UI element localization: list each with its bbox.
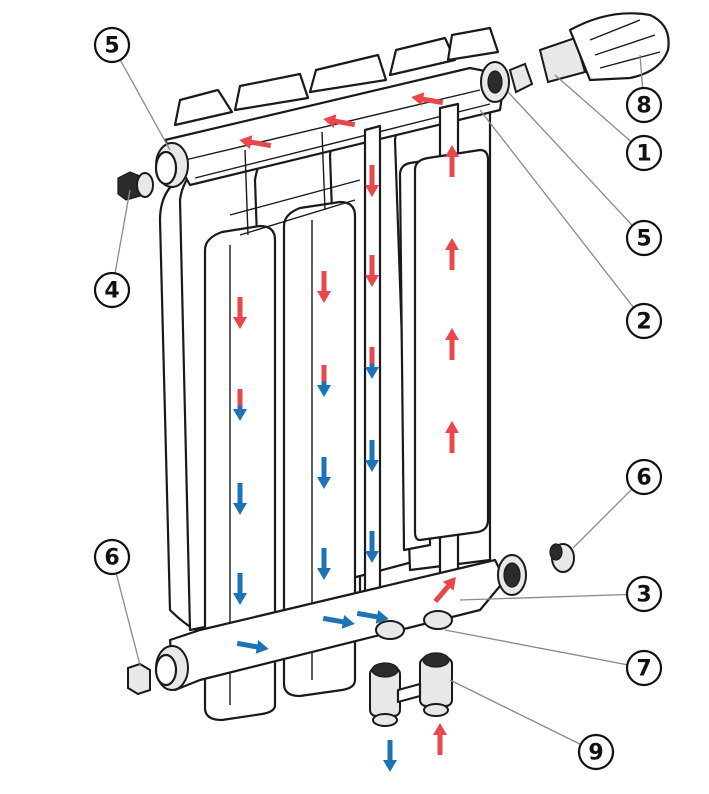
flow-arrows	[233, 92, 459, 772]
callout-leaders	[111, 44, 645, 753]
callout-5: 5	[625, 219, 663, 257]
hot-flow-arrow	[445, 421, 459, 453]
callout-label: 4	[104, 279, 119, 304]
leader-line-9	[449, 679, 597, 753]
hot-flow-arrow	[233, 297, 247, 329]
callout-label: 1	[636, 142, 651, 167]
callout-2: 2	[625, 302, 663, 340]
cold-flow-arrow	[322, 614, 355, 629]
callout-label: 6	[636, 466, 651, 491]
cold-flow-arrow	[365, 531, 379, 563]
hot-flow-arrow	[323, 114, 356, 129]
cold-flow-arrow	[236, 639, 269, 654]
callout-badges: 5 4 6 8 1 5 2 6 3 7 9	[93, 26, 663, 771]
mixed-flow-arrow	[317, 365, 331, 397]
callout-5: 5	[93, 26, 131, 64]
cold-flow-arrow	[233, 483, 247, 515]
leader-line-5	[111, 44, 171, 151]
leader-line-1	[554, 74, 645, 154]
hot-flow-arrow	[365, 255, 379, 287]
hot-flow-arrow	[445, 145, 459, 177]
callout-label: 9	[588, 741, 603, 766]
hot-flow-arrow	[445, 238, 459, 270]
cold-flow-arrow	[356, 609, 389, 624]
leader-line-7	[444, 629, 645, 669]
callout-label: 6	[104, 546, 119, 571]
callout-9: 9	[577, 733, 615, 771]
callout-label: 3	[636, 583, 651, 608]
mixed-flow-arrow	[233, 389, 247, 421]
callout-1: 1	[625, 134, 663, 172]
callout-6: 6	[625, 458, 663, 496]
callout-4: 4	[93, 271, 131, 309]
hot-flow-arrow	[239, 135, 272, 150]
callout-8: 8	[625, 86, 663, 124]
callout-label: 7	[636, 657, 651, 682]
hot-flow-arrow	[445, 328, 459, 360]
radiator-body	[158, 26, 507, 722]
leader-line-5	[507, 91, 645, 239]
hot-flow-arrow	[411, 92, 444, 107]
callout-6: 6	[93, 538, 131, 576]
cold-flow-arrow	[317, 457, 331, 489]
hot-flow-arrow	[317, 271, 331, 303]
callout-label: 2	[636, 310, 651, 335]
fittings	[117, 12, 670, 727]
hot-flow-arrow	[433, 576, 456, 604]
leader-line-2	[479, 109, 645, 322]
cold-flow-arrow	[383, 740, 397, 772]
cold-flow-arrow	[317, 548, 331, 580]
callout-label: 5	[104, 34, 119, 59]
leader-line-3	[459, 593, 645, 601]
mixed-flow-arrow	[365, 347, 379, 379]
leader-line-6	[111, 556, 141, 666]
hot-flow-arrow	[433, 723, 447, 755]
hot-flow-arrow	[365, 165, 379, 197]
callout-label: 8	[636, 94, 651, 119]
cold-flow-arrow	[365, 440, 379, 472]
cold-flow-arrow	[233, 573, 247, 605]
callout-label: 5	[636, 227, 651, 252]
callout-7: 7	[625, 649, 663, 687]
callout-3: 3	[625, 575, 663, 613]
